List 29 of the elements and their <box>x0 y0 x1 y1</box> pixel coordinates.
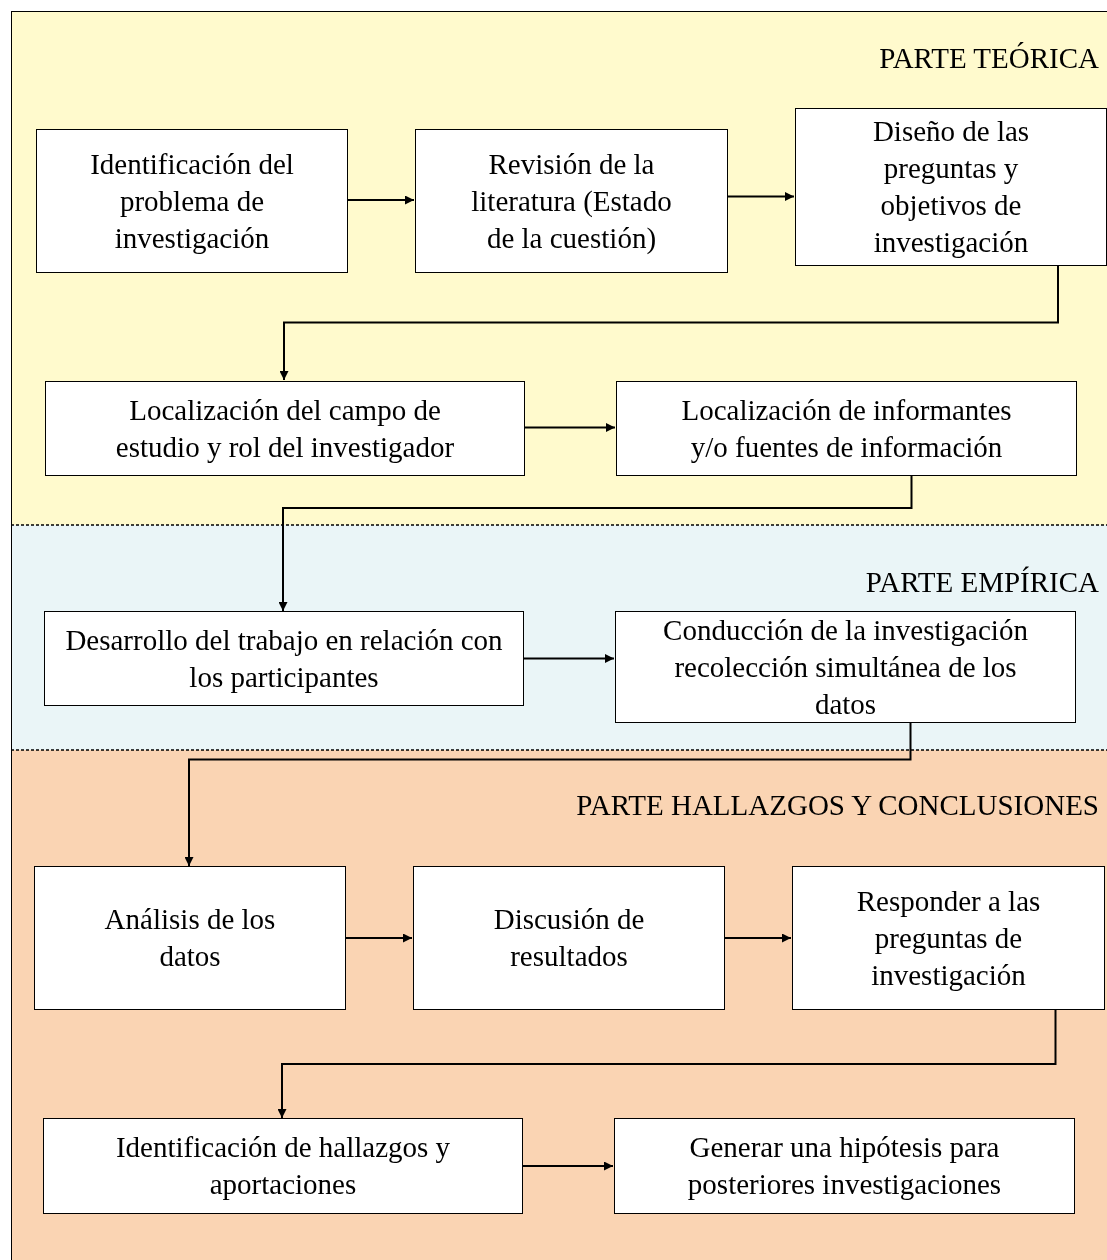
arrow <box>726 192 795 201</box>
arrow <box>184 722 912 867</box>
section-band <box>11 750 1107 1260</box>
process-box: Localización de informantes y/o fuentes de información <box>616 381 1077 476</box>
arrow <box>521 1161 614 1171</box>
process-box: Diseño de las preguntas y objetivos de investigación <box>795 108 1107 266</box>
arrow <box>523 423 616 432</box>
arrow <box>344 933 413 943</box>
process-box: Identificación de hallazgos y aportaciones <box>43 1118 523 1214</box>
arrow <box>279 264 1059 381</box>
section-title: PARTE HALLAZGOS Y CONCLUSIONES <box>576 788 1099 822</box>
process-box: Discusión de resultados <box>413 866 725 1010</box>
section-title: PARTE TEÓRICA <box>879 41 1099 75</box>
arrow <box>277 1009 1057 1119</box>
process-box: Responder a las preguntas de investigación <box>792 866 1105 1010</box>
process-box: Desarrollo del trabajo en relación con los participantes <box>44 611 524 706</box>
process-box: Revisión de la literatura (Estado de la cuestión) <box>415 129 728 273</box>
arrow <box>278 474 913 612</box>
process-box: Identificación del problema de investigación <box>36 129 348 273</box>
process-box: Localización del campo de estudio y rol del investigador <box>45 381 525 476</box>
process-box: Análisis de los datos <box>34 866 346 1010</box>
section-band <box>11 11 1107 525</box>
section-title: PARTE EMPÍRICA <box>865 565 1099 599</box>
section-band <box>11 525 1107 750</box>
arrow <box>522 654 615 663</box>
arrow <box>346 195 415 205</box>
process-box: Generar una hipótesis para posteriores investigaciones <box>614 1118 1075 1214</box>
process-box: Conducción de la investigación recolección simultánea de los datos <box>615 611 1076 723</box>
arrow <box>723 933 792 943</box>
